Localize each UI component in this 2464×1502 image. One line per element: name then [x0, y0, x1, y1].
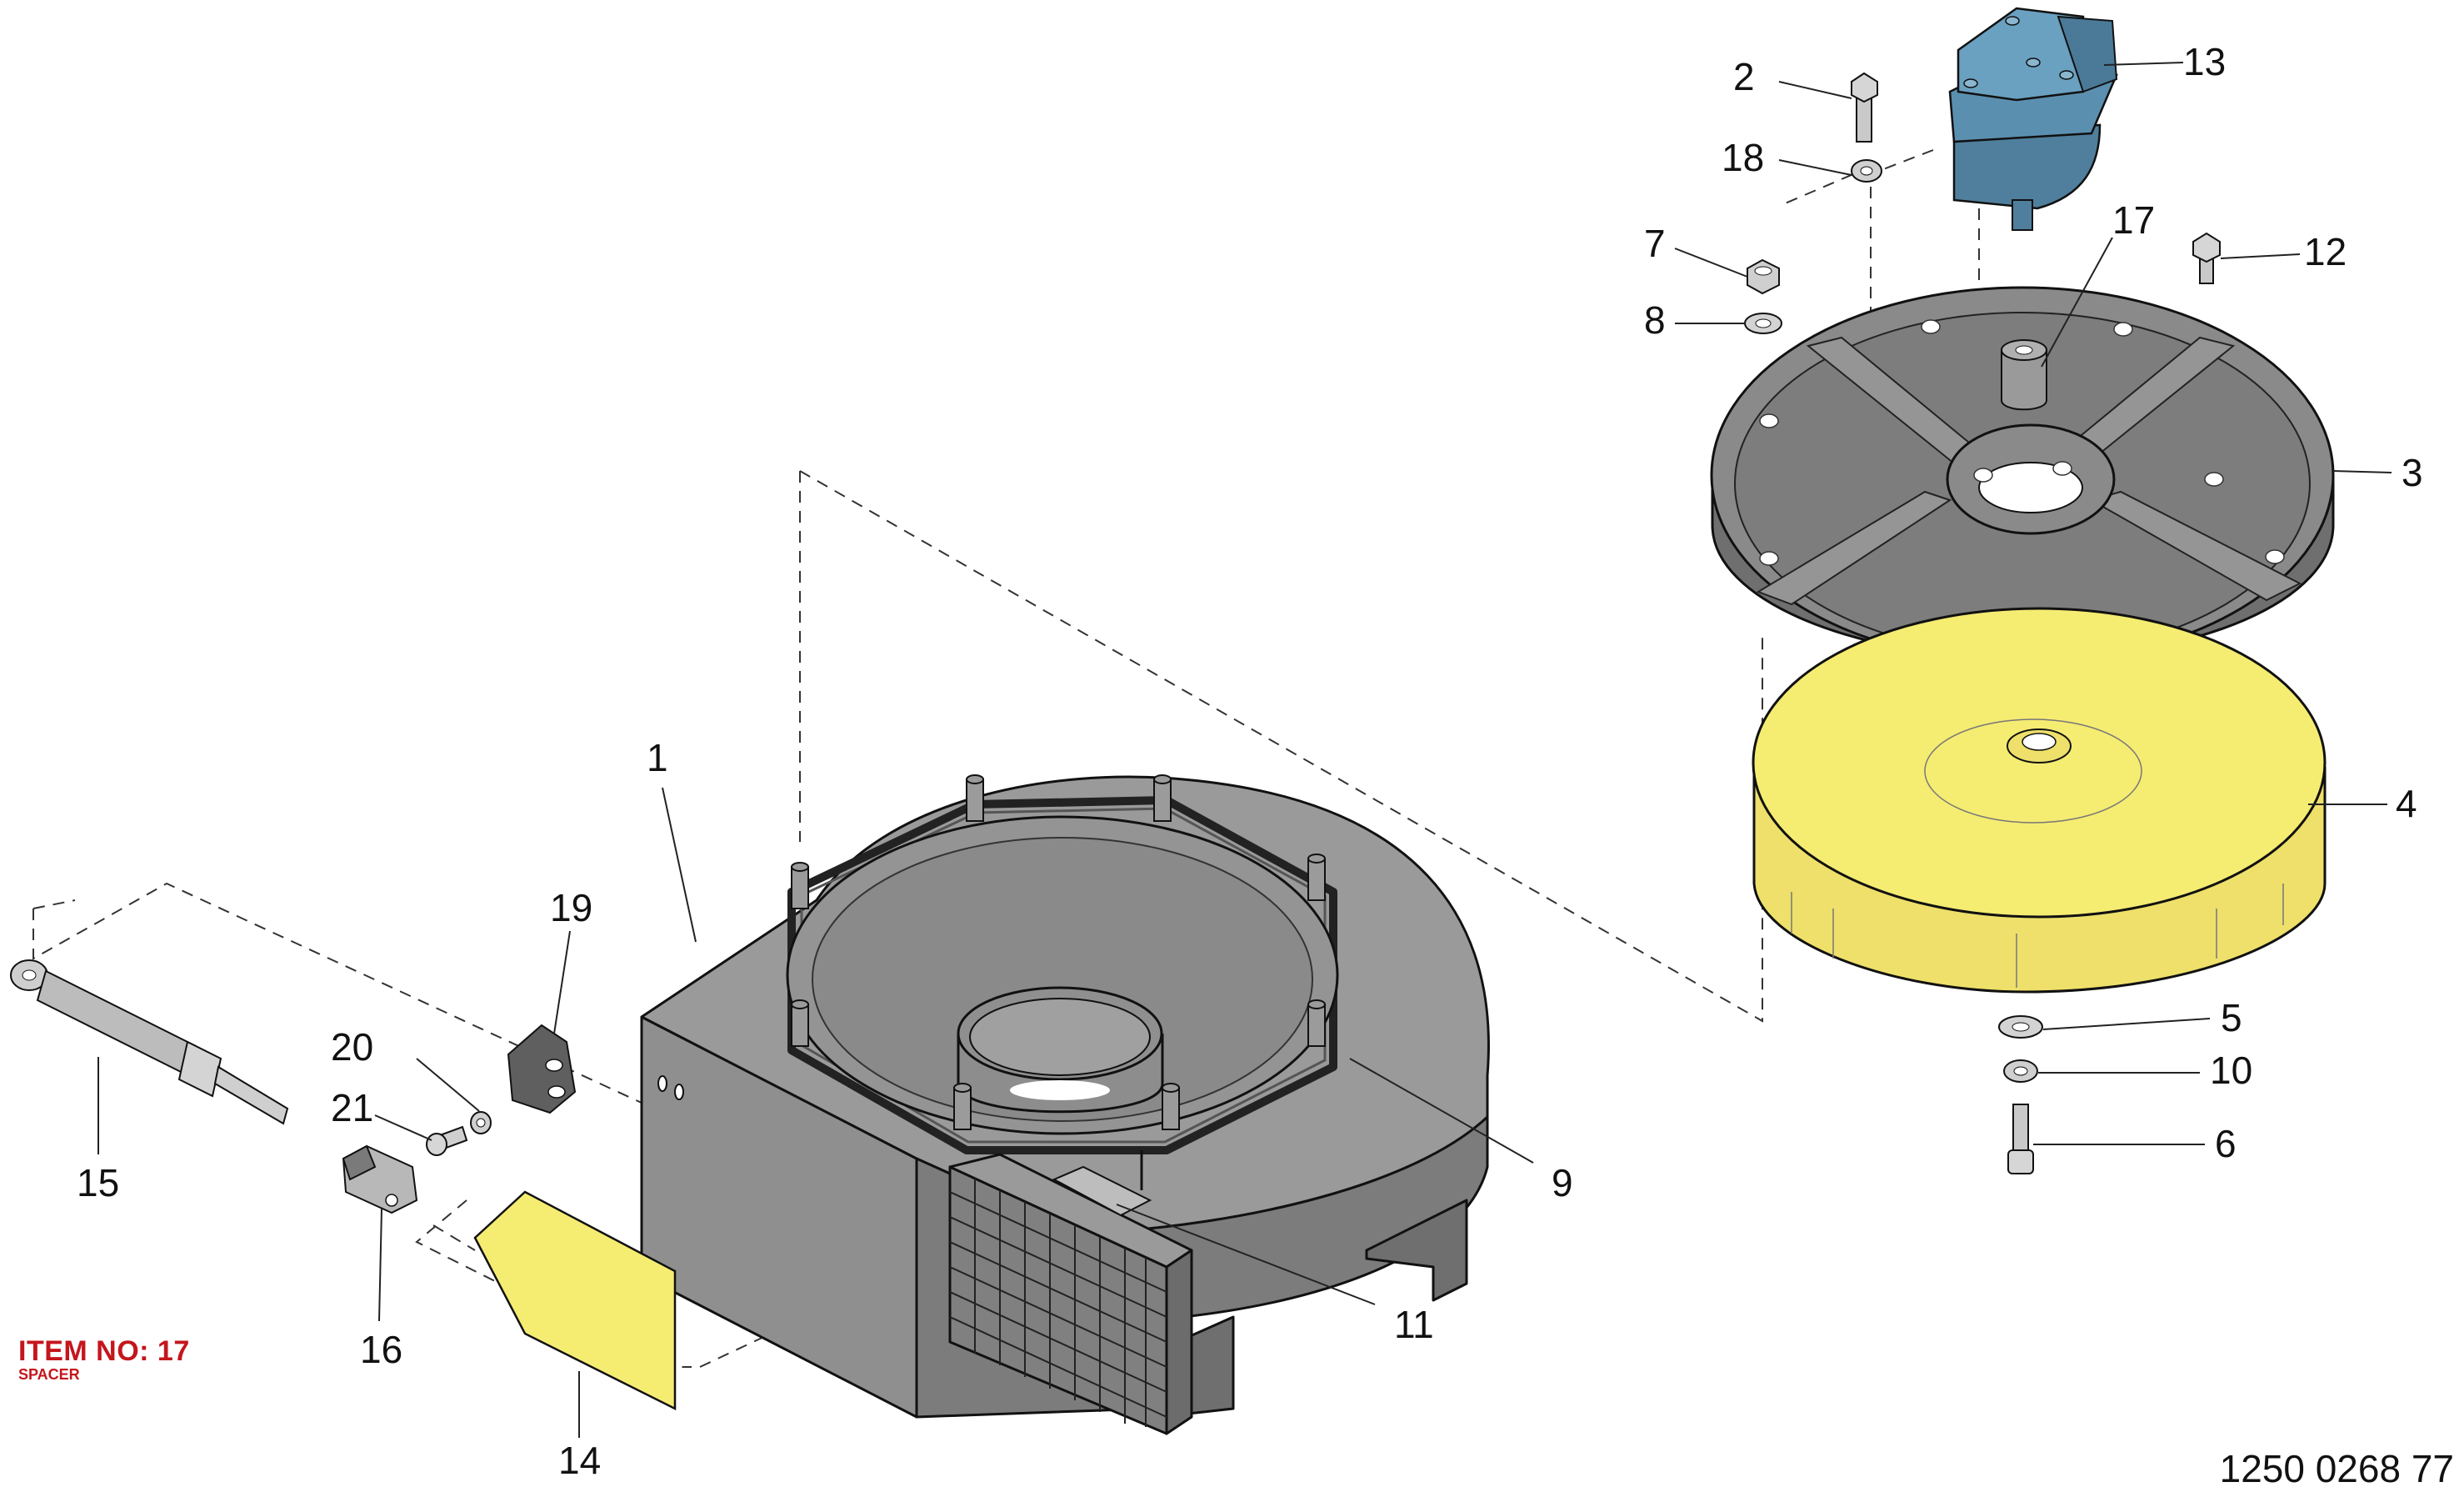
part-19-bracket: [507, 1024, 577, 1114]
callout-1: 1: [647, 736, 668, 779]
part-6-bolt: [2007, 1104, 2034, 1174]
callout-8: 8: [1644, 298, 1666, 342]
callout-18: 18: [1722, 136, 1764, 179]
part-12-bolt: [2192, 232, 2221, 284]
callout-15: 15: [77, 1161, 119, 1204]
callout-20: 20: [331, 1025, 373, 1069]
callout-14: 14: [558, 1439, 601, 1482]
callout-labels: 1 2 3 4 5 6 7 8 9 10 11 12 13 14 15 16 1…: [77, 40, 2423, 1482]
part-13-motor-bracket: [1948, 7, 2118, 231]
drawing-number: 1250 0268 77: [2219, 1447, 2454, 1490]
part-14-plate: [473, 1190, 677, 1411]
callout-4: 4: [2396, 782, 2417, 825]
callout-9: 9: [1552, 1161, 1573, 1204]
callout-13: 13: [2183, 40, 2226, 83]
callout-7: 7: [1644, 222, 1666, 265]
part-17-spacer: [2001, 339, 2047, 411]
part-16-clevis: [342, 1144, 418, 1214]
part-5-washer: [1998, 1015, 2043, 1039]
part-18-washer: [1851, 159, 1882, 183]
callout-17: 17: [2112, 198, 2155, 242]
part-1-housing: [640, 774, 1490, 1419]
callout-12: 12: [2304, 230, 2347, 273]
callout-2: 2: [1733, 55, 1755, 98]
callout-21: 21: [331, 1086, 373, 1129]
item-note: ITEM NO: 17 SPACER: [18, 1335, 190, 1384]
item-note-subtitle: SPACER: [18, 1366, 80, 1383]
part-4-impeller: [1752, 607, 2327, 994]
part-20-washer: [470, 1111, 492, 1134]
callout-19: 19: [550, 886, 592, 929]
part-2-bolt: [1851, 72, 1878, 143]
part-8-washer: [1744, 313, 1782, 334]
callout-5: 5: [2221, 996, 2242, 1039]
callout-16: 16: [360, 1328, 402, 1371]
outlet-grille: [948, 1153, 1193, 1435]
part-3-cover-plate: [1710, 286, 2335, 664]
callout-11: 11: [1394, 1303, 1434, 1346]
part-11-name-plate: [1052, 1150, 1152, 1217]
callout-10: 10: [2210, 1049, 2252, 1092]
part-15-gas-strut: [10, 959, 289, 1125]
item-note-title: ITEM NO: 17: [18, 1335, 190, 1367]
part-7-nut: [1747, 258, 1780, 295]
part-21-screw: [426, 1125, 468, 1156]
part-10-lock-washer: [2003, 1059, 2038, 1083]
callout-6: 6: [2215, 1122, 2237, 1165]
callout-3: 3: [2402, 451, 2423, 494]
leader-lines: [97, 62, 2392, 1438]
